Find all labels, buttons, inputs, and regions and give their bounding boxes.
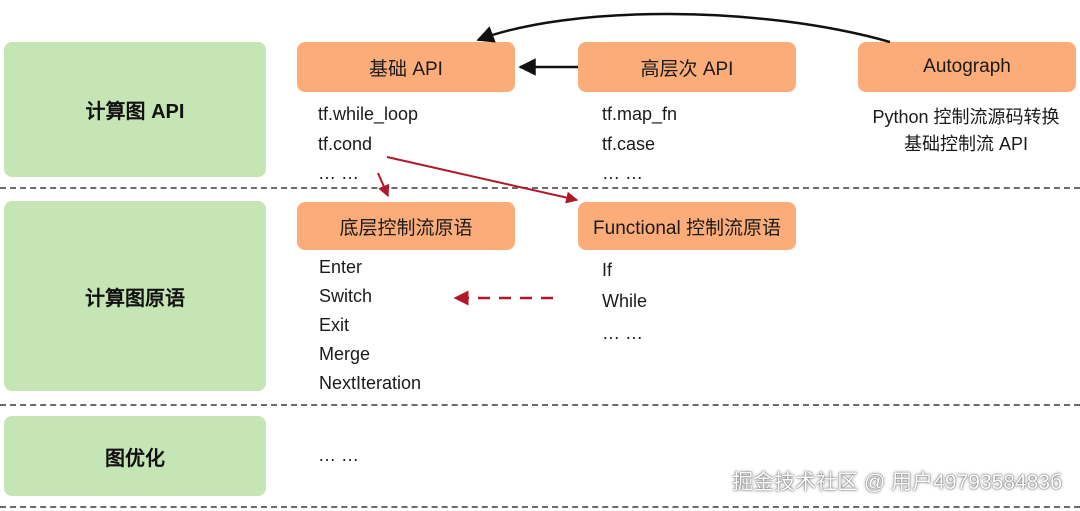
functional-item: … … — [602, 323, 644, 343]
row-label-optimize: 图优化 — [4, 416, 266, 496]
box-basic-api: 基础 API — [297, 42, 515, 92]
arrow-while-loop-to-low-level — [377, 172, 390, 198]
high-api-item: tf.map_fn — [602, 104, 678, 124]
basic-api-item: tf.cond — [318, 134, 373, 154]
low-level-item: Merge — [319, 344, 371, 364]
row-label-api: 计算图 API — [4, 42, 266, 177]
autograph-item: 基础控制流 API — [903, 134, 1028, 154]
arrow-autograph-to-basic-api — [476, 12, 891, 44]
basic-api-item: tf.while_loop — [318, 104, 419, 124]
low-level-item: NextIteration — [319, 373, 422, 393]
box-low-level-primitive: 底层控制流原语 — [297, 202, 515, 250]
divider-1 — [0, 187, 1080, 189]
functional-item: While — [602, 291, 648, 311]
row-label-primitive: 计算图原语 — [4, 201, 266, 391]
box-functional-primitive: Functional 控制流原语 — [578, 202, 796, 250]
low-level-item: Switch — [319, 286, 373, 306]
divider-3 — [0, 506, 1080, 508]
divider-2 — [0, 404, 1080, 406]
arrow-cond-to-functional — [386, 156, 579, 204]
functional-item: If — [602, 260, 613, 280]
watermark: 掘金技术社区 @ 用户4979358483б — [732, 471, 1062, 494]
low-level-item: Enter — [319, 257, 363, 277]
optimize-item: … … — [318, 445, 360, 465]
low-level-item: Exit — [319, 315, 350, 335]
box-autograph: Autograph — [858, 42, 1076, 92]
high-api-item: … … — [602, 163, 644, 183]
basic-api-item: … … — [318, 163, 360, 183]
high-api-item: tf.case — [602, 134, 656, 154]
box-high-api: 高层次 API — [578, 42, 796, 92]
autograph-item: Python 控制流源码转换 — [872, 107, 1060, 127]
